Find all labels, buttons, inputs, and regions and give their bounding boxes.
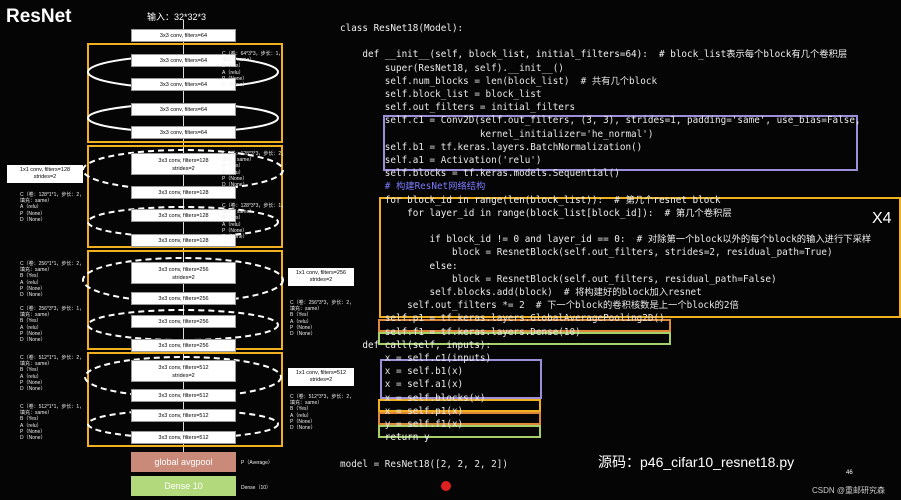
note-stage4: C（卷：512*1*1，步长：1， 填充：same） B（Yes） A（relu…: [20, 404, 85, 442]
note-stage1: C（卷：64*3*3，步长：1， 填充：same） B（Yes） A（relu）…: [222, 51, 284, 89]
code-line: block = ResnetBlock(self.out_filters, re…: [340, 273, 777, 285]
conv-block-9: 3x3 conv, filters=128: [131, 234, 236, 247]
conv-block-17: 3x3 conv, filters=512: [131, 431, 236, 444]
code-line: self.blocks.add(block) # 将构建好的block加入res…: [340, 287, 702, 299]
code-line: x = self.b1(x): [340, 366, 464, 378]
stage4-frame: [87, 352, 283, 447]
code-line: self.blocks = tf.keras.models.Sequential…: [340, 168, 620, 180]
code-line: [340, 220, 871, 233]
shortcut-conv-128: 1x1 conv, filters=128 strides=2: [7, 165, 83, 183]
code-line: for layer_id in range(block_list[block_i…: [340, 207, 732, 219]
conv-block-7: 3x3 conv, filters=128: [131, 186, 236, 199]
conv-block-1: 3x3 conv, filters=64: [131, 29, 236, 42]
code-line: def call(self, inputs):: [340, 339, 492, 351]
code-line: class ResNet18(Model):: [340, 23, 464, 34]
code-box-call-dense: [378, 425, 541, 438]
conv-block-2: 3x3 conv, filters=64: [131, 54, 236, 67]
code-box-call-pool: [378, 412, 541, 425]
stage1-frame: [87, 43, 283, 143]
note-stage3-down: C（卷：256*3*3，步长：2， 填充：same） B（Yes） A（relu…: [290, 300, 355, 338]
conv-block-5: 3x3 conv, filters=64: [131, 126, 236, 139]
code-line: if block_id != 0 and layer_id == 0: # 对除…: [340, 234, 872, 246]
code-line: # 构建ResNet网络结构: [340, 181, 486, 193]
skip-loop-4: [87, 206, 279, 238]
code-box-blocks: [379, 197, 901, 318]
stage2-frame: [87, 145, 283, 248]
conv-block-4: 3x3 conv, filters=64: [131, 103, 236, 116]
conv-block-10: 3x3 conv, filters=256 strides=2: [131, 262, 236, 284]
note-stage4-shortcut: C（卷：512*1*1，步长：2， 填充：same） B（Yes） A（relu…: [20, 355, 85, 393]
conv-block-11: 3x3 conv, filters=256: [131, 292, 236, 305]
note-avgpool: P（Average）: [241, 460, 273, 466]
conv-block-13: 3x3 conv, filters=256: [131, 339, 236, 352]
code-box-pool: [378, 319, 671, 332]
code-line: self.f1 = tf.keras.layers.Dense(10): [340, 326, 581, 338]
code-line: return y: [340, 432, 430, 444]
code-box-dense: [378, 332, 671, 345]
note-stage4-down: C（卷：512*3*3，步长：2， 填充：same） B（Yes） A（relu…: [290, 394, 355, 432]
code-line: x = self.a1(x): [340, 379, 464, 391]
code-line: y = self.f1(x): [340, 419, 464, 431]
code-line: block = ResnetBlock(self.out_filters, st…: [340, 247, 833, 259]
skip-loop-6: [87, 309, 279, 341]
source-file-label: 源码：p46_cifar10_resnet18.py: [598, 454, 795, 470]
shortcut-conv-512: 1x1 conv, filters=512 strides=2: [288, 368, 354, 386]
conv-block-14: 3x3 conv, filters=512 strides=2: [131, 360, 236, 382]
note-dense: Dense（10）: [241, 485, 272, 491]
code-line: self.num_blocks = len(block_list) # 共有几个…: [340, 75, 658, 87]
conv-block-3: 3x3 conv, filters=64: [131, 78, 236, 91]
code-line: super(ResNet18, self).__init__(): [340, 62, 564, 74]
input-label: 输入：32*32*3: [147, 12, 207, 22]
code-line: else:: [340, 260, 458, 272]
note-stage2-shortcut: C（卷：128*1*1，步长：2， 填充：same） A（relu） P（Non…: [20, 192, 85, 223]
conv-block-8: 3x3 conv, filters=128: [131, 209, 236, 222]
code-box-call-stem: [380, 359, 542, 399]
code-line: model = ResNet18([2, 2, 2, 2]): [340, 458, 508, 470]
code-line: x = self.c1(inputs): [340, 353, 492, 365]
code-line: for block_id in range(len(block_list)): …: [340, 194, 721, 206]
repeat-label: X4: [872, 210, 892, 227]
code-listing: class ResNet18(Model): def __init__(self…: [340, 22, 871, 471]
page-number: 46: [846, 470, 853, 476]
code-line: self.c1 = Conv2D(self.out_filters, (3, 3…: [340, 115, 861, 127]
code-line: self.a1 = Activation('relu'): [340, 155, 542, 167]
conv-block-12: 3x3 conv, filters=256: [131, 315, 236, 328]
conv-block-6: 3x3 conv, filters=128 strides=2: [131, 153, 236, 175]
code-line: self.out_filters = initial_filters: [340, 102, 576, 114]
watermark: CSDN @重邮研究森: [812, 486, 886, 495]
code-line: [340, 35, 871, 48]
code-line: self.block_list = block_list: [340, 89, 542, 101]
code-line: def __init__(self, block_list, initial_f…: [340, 49, 848, 61]
cursor-dot: [441, 481, 451, 491]
code-line: kernel_initializer='he_normal'): [340, 128, 654, 140]
note-stage2: C（卷：128*3*3，步长：1， 填充：same） B（Yes） A（relu…: [222, 203, 287, 241]
conv-block-16: 3x3 conv, filters=512: [131, 409, 236, 422]
conv-block-15: 3x3 conv, filters=512: [131, 389, 236, 402]
code-line: x = self.p1(x): [340, 405, 464, 417]
note-stage3-shortcut: C（卷：256*1*1，步长：2， 填充：same） B（Yes） A（relu…: [20, 261, 85, 299]
note-stage3: C（卷：256*3*3，步长：1， 填充：same） B（Yes） A（relu…: [20, 306, 85, 344]
code-line: self.p1 = tf.keras.layers.GlobalAverageP…: [340, 313, 665, 325]
note-stage2-down: C（卷：128*3*3，步长：2， 填充：same） B（Yes） A（relu…: [222, 151, 287, 189]
code-line: self.b1 = tf.keras.layers.BatchNormaliza…: [340, 141, 643, 153]
code-box-call-blocks: [378, 399, 541, 412]
code-line: self.out_filters *= 2 # 下一个block的卷积核数是上一…: [340, 300, 739, 312]
code-line: x = self.blocks(x): [340, 392, 486, 404]
global-avgpool-block: global avgpool: [131, 452, 236, 472]
shortcut-conv-256: 1x1 conv, filters=256 strides=2: [288, 268, 354, 286]
dense-block: Dense 10: [131, 476, 236, 496]
diagram-title: ResNet: [6, 6, 72, 27]
code-box-stem: [383, 115, 858, 171]
